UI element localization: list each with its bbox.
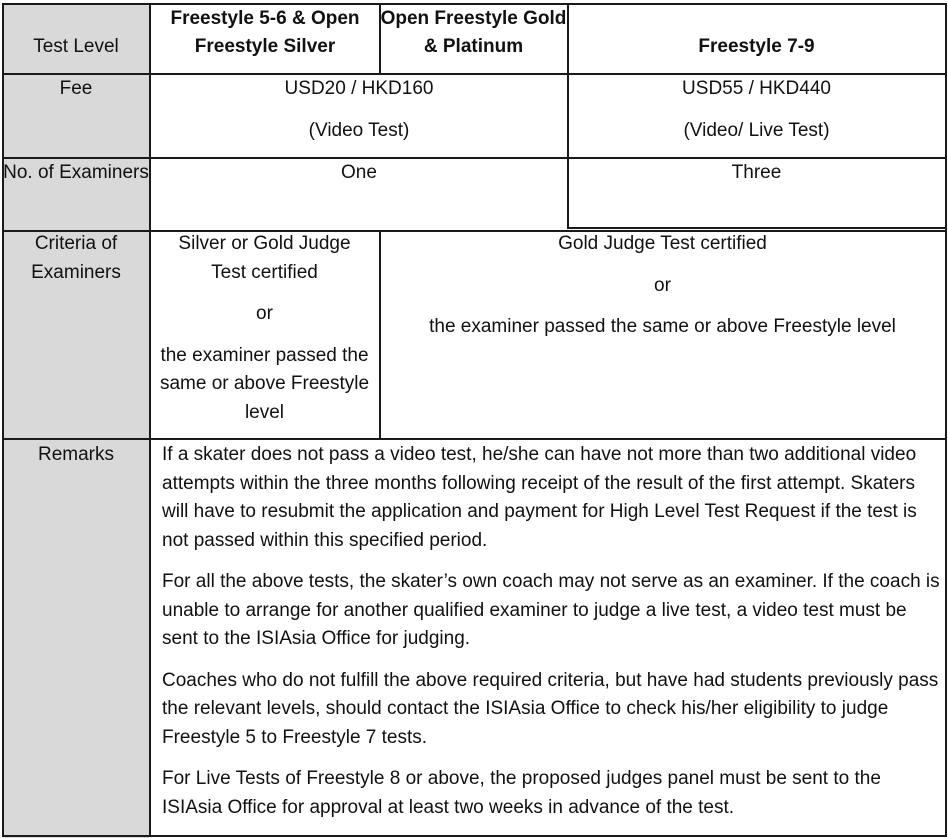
fee-right: USD55 / HKD440 (Video/ Live Test): [568, 75, 945, 145]
row-divider: [3, 73, 946, 75]
column-divider: [149, 3, 151, 837]
criteria-right: Gold Judge Test certified or the examine…: [380, 230, 945, 342]
table-border-left: [2, 3, 4, 837]
criteria-right-line2: the examiner passed the same or above Fr…: [429, 316, 896, 337]
fee-left-type: (Video Test): [308, 119, 410, 141]
remarks-label: Remarks: [37, 444, 114, 465]
remarks-paragraph: For Live Tests of Freestyle 8 or above, …: [162, 768, 881, 818]
header-freestyle-7-9: Freestyle 7-9: [698, 36, 815, 57]
row-divider: [3, 157, 946, 159]
column-divider: [379, 230, 381, 439]
fee-left: USD20 / HKD160 (Video Test): [150, 75, 568, 145]
row-divider: [3, 230, 946, 232]
row-divider: [567, 227, 946, 229]
column-divider: [567, 3, 569, 229]
criteria-right-line1: Gold Judge Test certified: [558, 233, 767, 254]
criteria-left-or: or: [256, 303, 273, 324]
header-test-level: Test Level: [33, 36, 119, 57]
table-border-right: [945, 3, 947, 837]
examiners-left: One: [341, 162, 377, 183]
remarks-paragraph: For all the above tests, the skater’s ow…: [162, 571, 940, 649]
criteria-left-line1: Silver or Gold Judge Test certified: [178, 233, 351, 283]
examiners-label: No. of Examiners: [3, 162, 149, 183]
fee-left-amount: USD20 / HKD160: [284, 78, 434, 99]
criteria-right-or: or: [654, 274, 671, 296]
header-freestyle-5-6: Freestyle 5-6 & Open Freestyle Silver: [170, 8, 360, 57]
remarks-paragraph: If a skater does not pass a video test, …: [162, 444, 917, 551]
remarks-content: If a skater does not pass a video test, …: [162, 441, 940, 822]
table-border-top: [3, 3, 946, 5]
column-divider: [379, 3, 381, 73]
fee-right-amount: USD55 / HKD440: [682, 78, 831, 99]
remarks-paragraph: Coaches who do not fulfill the above req…: [162, 669, 939, 748]
criteria-left: Silver or Gold Judge Test certified or t…: [150, 230, 379, 427]
table-border-bottom: [3, 835, 946, 837]
fee-right-type: (Video/ Live Test): [683, 119, 830, 141]
criteria-left-line2: the examiner passed the same or above Fr…: [159, 344, 370, 423]
row-divider: [3, 438, 946, 440]
header-open-freestyle-gold: Open Freestyle Gold & Platinum: [380, 8, 567, 57]
examiners-right: Three: [731, 162, 782, 183]
criteria-label: Criteria of Examiners: [31, 233, 121, 283]
fee-label: Fee: [59, 78, 93, 99]
label-column-background: [3, 3, 149, 838]
